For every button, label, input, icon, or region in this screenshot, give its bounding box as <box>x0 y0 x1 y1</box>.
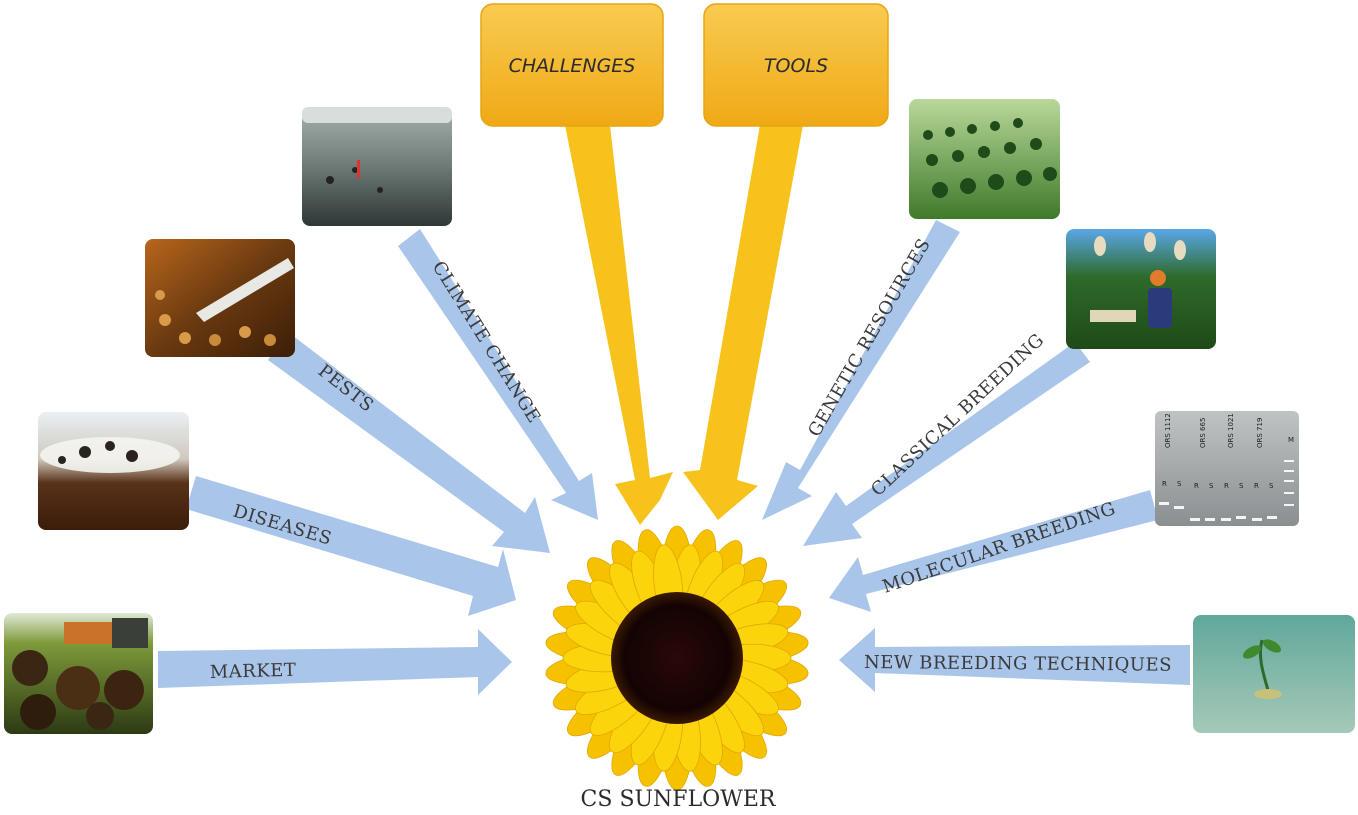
gel-lane-letter: S <box>1209 482 1214 490</box>
in-vitro-seedling-photo <box>1193 615 1355 733</box>
gel-lane-letter: R <box>1254 482 1259 490</box>
arrow-label-molecular-breeding: MOLECULAR BREEDING <box>880 498 1119 598</box>
arrow-market: MARKET <box>158 629 512 695</box>
gel-lane-label: ORS 665 <box>1199 418 1207 448</box>
flooded-field-photo <box>302 107 452 226</box>
arrow-molecular-breeding: MOLECULAR BREEDING <box>829 490 1158 612</box>
box-challenges: CHALLENGES <box>480 3 664 127</box>
arrow-tools <box>683 125 803 520</box>
gel-lane-letter: S <box>1269 482 1274 490</box>
box-label-tools: TOOLS <box>764 55 828 77</box>
gel-lane-label: ORS 1021 <box>1227 413 1235 448</box>
arrow-new-breeding-techniques: NEW BREEDING TECHNIQUES <box>839 628 1190 692</box>
gel-lane-letter: R <box>1224 482 1229 490</box>
pests-on-seeds-photo <box>145 239 295 357</box>
breeder-in-field-photo <box>1066 229 1216 349</box>
field-trial-rows-photo <box>909 99 1060 219</box>
arrow-genetic-resources: GENETIC RESOURCES <box>762 220 960 520</box>
box-label-challenges: CHALLENGES <box>509 55 636 77</box>
gel-lane-letter: R <box>1162 480 1167 488</box>
arrow-label-genetic-resources: GENETIC RESOURCES <box>804 235 935 441</box>
sunflower-icon <box>545 525 809 791</box>
box-tools: TOOLS <box>703 3 889 127</box>
gel-lane-label: ORS 719 <box>1256 418 1264 448</box>
arrow-label-classical-breeding: CLASSICAL BREEDING <box>867 330 1048 501</box>
gel-lane-letter: R <box>1194 482 1199 490</box>
arrow-challenges <box>565 125 673 525</box>
box-arrows <box>565 125 803 525</box>
gel-lane-label: ORS 1112 <box>1164 413 1172 448</box>
arrow-label-new-breeding-techniques: NEW BREEDING TECHNIQUES <box>864 652 1172 676</box>
arrow-label-market: MARKET <box>210 660 297 683</box>
arrow-label-climate-change: CLIMATE CHANGE <box>428 258 545 428</box>
gel-lane-letter: S <box>1177 480 1182 488</box>
center-label: CS SUNFLOWER <box>581 787 777 812</box>
sunflower-field-harvest-photo <box>4 613 153 734</box>
gel-lane-label: M <box>1288 436 1294 444</box>
diseased-sunflower-head-photo <box>38 412 189 530</box>
gel-lane-letter: S <box>1239 482 1244 490</box>
sunflower-disk <box>611 592 743 724</box>
pcr-gel-photo: ORS 1112 ORS 665 ORS 1021 ORS 719 M R S … <box>1155 411 1299 526</box>
